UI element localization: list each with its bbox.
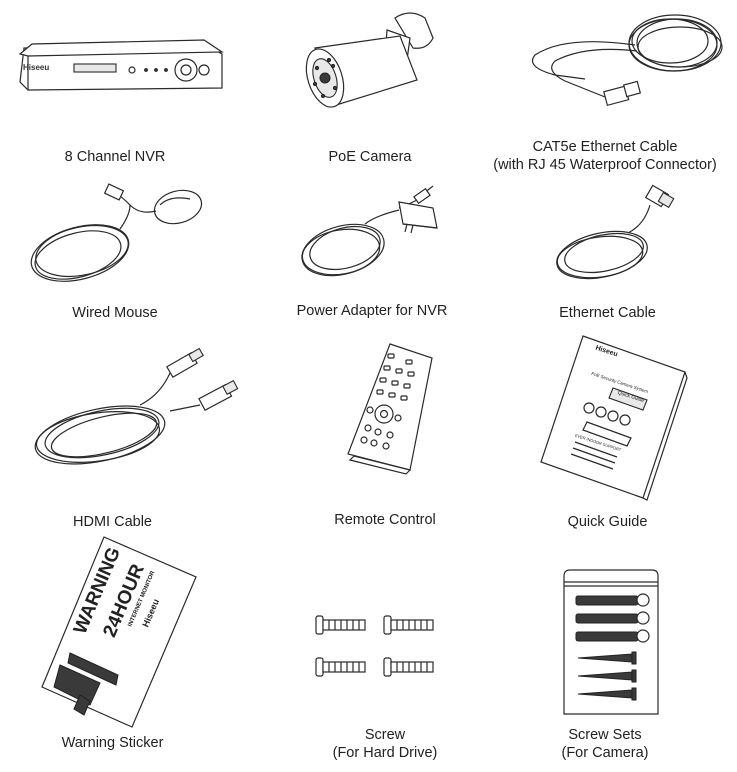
nvr-label: 8 Channel NVR — [64, 149, 166, 165]
nvr-illustration — [18, 39, 224, 91]
screw-hd-label: Screw (For Hard Drive) — [305, 726, 465, 762]
adapter-label: Power Adapter for NVR — [296, 303, 448, 319]
camera-label: PoE Camera — [328, 149, 412, 165]
cat5e-label: CAT5e Ethernet Cable (with RJ 45 Waterpr… — [470, 138, 737, 174]
ethernet-illustration — [556, 184, 675, 280]
camera-illustration — [305, 12, 434, 108]
guide-label: Quick Guide — [567, 514, 648, 530]
sticker-illustration — [41, 536, 197, 728]
hdmi-illustration — [34, 347, 239, 465]
mouse-label: Wired Mouse — [72, 305, 158, 321]
hdmi-label: HDMI Cable — [73, 514, 152, 530]
guide-booklet-illustration — [540, 335, 688, 501]
mouse-illustration — [30, 183, 203, 282]
hard-drive-screws-illustration — [315, 615, 434, 677]
screw-cam-label: Screw Sets (For Camera) — [530, 726, 680, 762]
ethernet-label: Ethernet Cable — [559, 305, 656, 321]
screw-cam-label-line1: Screw Sets — [568, 727, 642, 743]
cat5e-label-line1: CAT5e Ethernet Cable — [532, 139, 678, 155]
remote-illustration — [347, 343, 433, 475]
screw-hd-label-line1: Screw — [364, 727, 406, 743]
nvr-logo: Hiseeu — [23, 63, 50, 72]
screw-cam-label-line2: (For Camera) — [561, 745, 649, 761]
camera-screw-bag-illustration — [563, 569, 659, 715]
sticker-label: Warning Sticker — [61, 735, 164, 751]
cat5e-label-line2: (with RJ 45 Waterproof Connector) — [493, 157, 717, 173]
adapter-illustration — [301, 185, 438, 277]
remote-label: Remote Control — [334, 512, 436, 528]
cat5e-illustration — [531, 14, 723, 107]
screw-hd-label-line2: (For Hard Drive) — [332, 745, 438, 761]
